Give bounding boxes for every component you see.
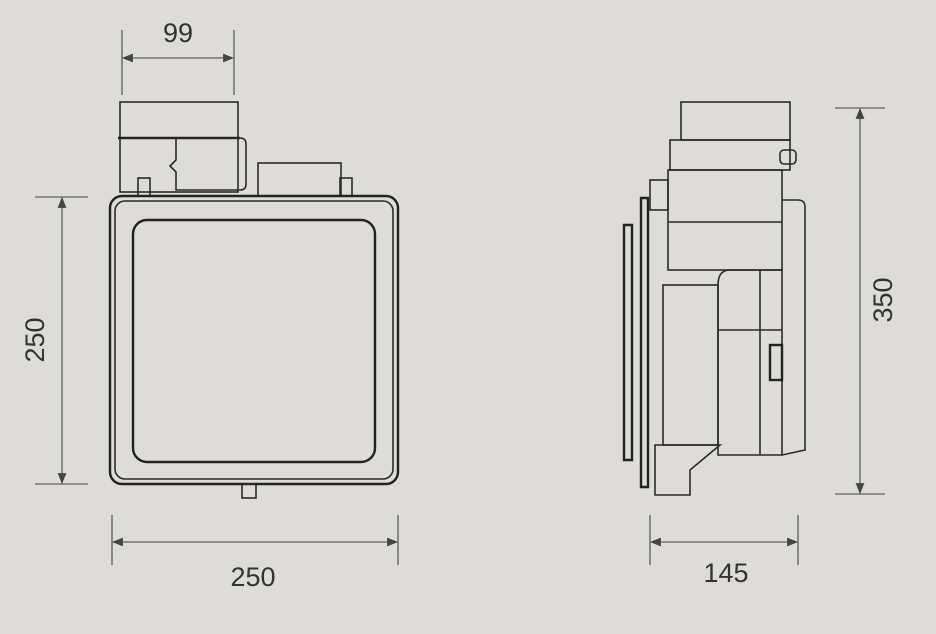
- side-base: [654, 444, 723, 496]
- dimension-250-height: 250: [20, 196, 88, 485]
- terminal-box: [257, 162, 342, 197]
- dim-label-front-height: 250: [20, 317, 50, 362]
- side-collar: [669, 139, 791, 171]
- dimension-350: 350: [835, 107, 898, 495]
- top-duct: [119, 101, 239, 193]
- mount-tab: [137, 177, 151, 197]
- side-view: [622, 101, 806, 496]
- bottom-tab: [241, 483, 257, 499]
- side-latch: [768, 343, 784, 382]
- side-clip: [779, 149, 797, 165]
- dim-label-top-duct: 99: [163, 18, 193, 48]
- grille-frame: [108, 194, 400, 486]
- dimension-145: 145: [649, 515, 799, 588]
- dim-label-front-width: 250: [230, 562, 275, 592]
- motor-front: [662, 284, 719, 446]
- grille-plate-inner: [639, 196, 650, 489]
- motor-body: [717, 269, 783, 456]
- dim-label-side-height: 350: [868, 277, 898, 322]
- connector-box: [168, 137, 247, 191]
- side-bracket: [649, 179, 669, 211]
- dimension-250-width: 250: [111, 515, 399, 592]
- grille-frame-inner: [114, 200, 394, 480]
- side-flange: [781, 199, 806, 456]
- grille-plate-outer: [622, 223, 634, 462]
- grille-panel: [131, 218, 377, 464]
- dimension-99: 99: [121, 18, 235, 95]
- front-view: [108, 101, 400, 499]
- side-housing: [667, 169, 783, 271]
- dim-label-side-depth: 145: [703, 558, 748, 588]
- side-duct: [680, 101, 791, 141]
